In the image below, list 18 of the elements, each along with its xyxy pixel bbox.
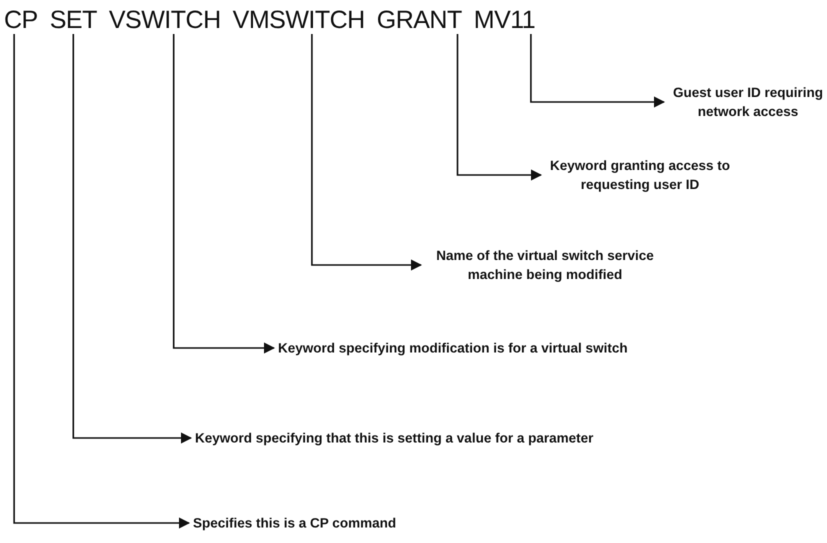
annotation-text: Keyword specifying that this is setting a value for a parameter bbox=[195, 428, 594, 448]
command-keyword: VSWITCH bbox=[108, 4, 221, 36]
annotation-text: Specifies this is a CP command bbox=[193, 514, 396, 532]
annotation-text: Keyword specifying modification is for a virtual switch bbox=[278, 338, 628, 358]
arrow bbox=[13, 34, 190, 529]
annotation-text: Guest user ID requiring network access bbox=[668, 83, 827, 121]
annotation-text: Keyword granting access to requesting user ID bbox=[545, 156, 735, 194]
arrow bbox=[172, 34, 276, 354]
command-keyword: VMSWITCH bbox=[232, 4, 365, 36]
arrow bbox=[311, 34, 422, 271]
command-keyword: MV11 bbox=[474, 4, 536, 36]
command-keyword: SET bbox=[50, 4, 97, 36]
command-keyword: GRANT bbox=[376, 4, 462, 36]
arrow bbox=[530, 34, 666, 108]
annotation-text: Name of the virtual switch service machine being modified bbox=[425, 246, 665, 284]
arrow bbox=[72, 34, 192, 444]
command-keyword: CP bbox=[4, 4, 38, 36]
arrow bbox=[456, 34, 542, 181]
